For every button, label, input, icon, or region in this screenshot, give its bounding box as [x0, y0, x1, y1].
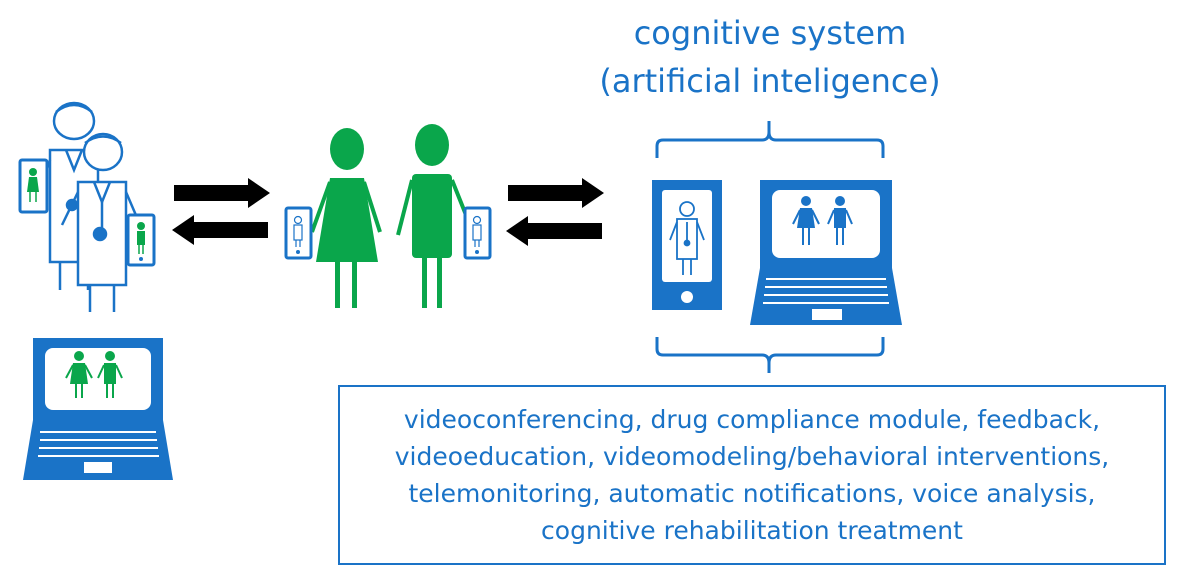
smartphone-icon — [652, 180, 722, 310]
arrow-left-icon — [172, 215, 268, 245]
feature-line: cognitive rehabilitation treatment — [541, 516, 963, 545]
patient-male — [396, 124, 472, 308]
laptop-icon — [23, 338, 173, 480]
features-box: videoconferencing, drug compliance modul… — [338, 385, 1166, 565]
phone-icon — [18, 158, 49, 214]
exchange-arrows-right — [506, 178, 604, 246]
phone-icon — [126, 213, 156, 267]
arrow-left-icon — [506, 216, 602, 246]
feature-line: videoconferencing, drug compliance modul… — [403, 405, 1101, 434]
top-brace — [655, 121, 885, 158]
exchange-arrows-left — [172, 178, 270, 245]
laptop-icon — [750, 180, 902, 325]
doctor-figure-front — [60, 132, 140, 312]
patients-on-screen — [65, 351, 123, 398]
arrow-right-icon — [508, 178, 604, 208]
arrow-right-icon — [174, 178, 270, 208]
phone-icon — [284, 206, 313, 260]
phone-icon — [463, 206, 492, 260]
patients-on-screen — [792, 196, 853, 245]
feature-line: telemonitoring, automatic notifications,… — [408, 479, 1096, 508]
doctors-group — [38, 101, 140, 312]
bottom-brace — [655, 337, 885, 373]
cognitive-system-subtitle: (artificial inteligence) — [599, 62, 941, 100]
patient-female — [310, 128, 382, 308]
feature-line: videoeducation, videomodeling/behavioral… — [394, 442, 1110, 471]
doctor-on-screen — [669, 201, 705, 275]
cognitive-system-title: cognitive system — [633, 14, 907, 52]
